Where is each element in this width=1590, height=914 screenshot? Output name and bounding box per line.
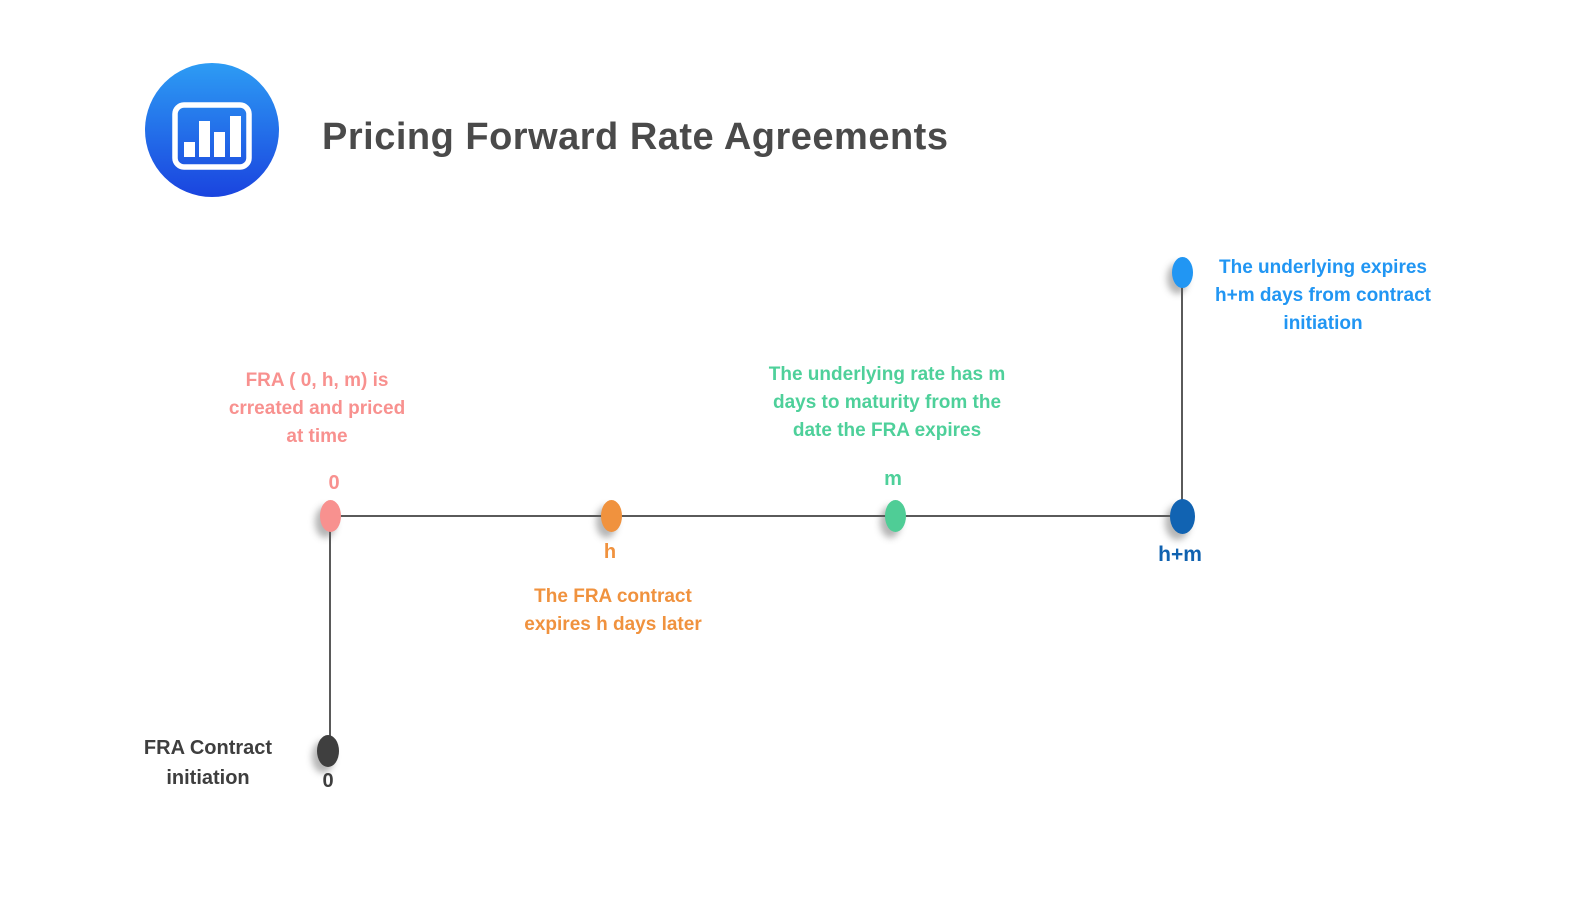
- tick-label-h: h: [603, 541, 617, 563]
- bar-chart-icon: [145, 63, 279, 197]
- origin-dot: [320, 500, 341, 532]
- fra-expiry-dot: [601, 500, 622, 532]
- underlying-expiry-connector-line: [1181, 273, 1183, 516]
- tick-label-m: m: [884, 468, 902, 490]
- underlying-maturity-annotation: The underlying rate has m days to maturi…: [768, 364, 1006, 441]
- contract-initiation-dot: [317, 735, 339, 767]
- underlying-expiry-annotation: The underlying expires h+m days from con…: [1215, 257, 1431, 334]
- tick-label-origin: 0: [328, 472, 340, 494]
- page-title: Pricing Forward Rate Agreements: [322, 116, 949, 158]
- tick-label-initiation-zero: 0: [322, 770, 334, 792]
- tick-label-h-plus-m: h+m: [1158, 543, 1202, 566]
- contract-initiation-label: FRA Contract initiation: [143, 737, 273, 789]
- underlying-expiry-timeline-dot: [1170, 499, 1195, 534]
- timeline-horizontal-line: [330, 515, 1182, 517]
- contract-initiation-connector-line: [329, 516, 331, 742]
- underlying-maturity-dot: [885, 500, 906, 532]
- fra-expiry-annotation: The FRA contract expires h days later: [524, 586, 702, 635]
- origin-annotation: FRA ( 0, h, m) is crreated and priced at…: [228, 370, 406, 447]
- underlying-expiry-dot: [1172, 257, 1193, 288]
